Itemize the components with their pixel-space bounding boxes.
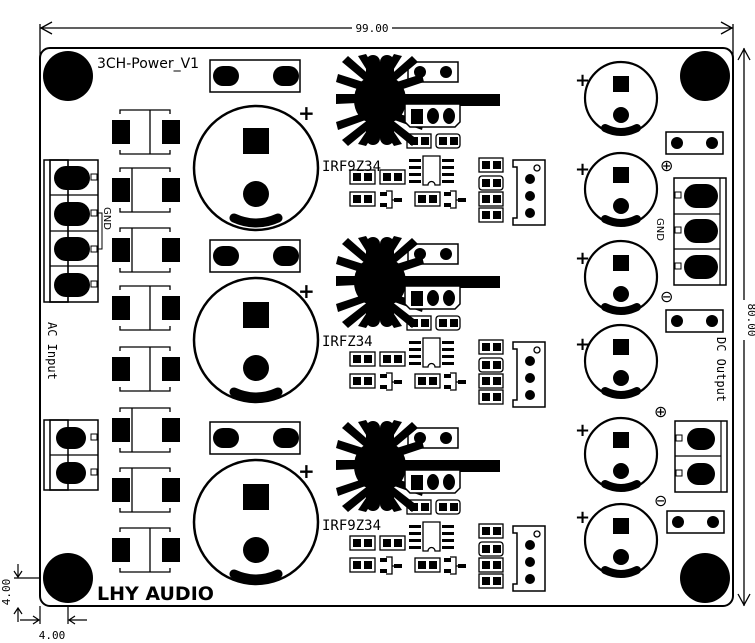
- brand-label: LHY AUDIO: [97, 583, 214, 605]
- ocap3-plus: +: [575, 248, 590, 269]
- dc-output-label: DC Output: [714, 337, 728, 402]
- dc-neg-symbol-1: ⊖: [660, 287, 673, 306]
- dc-pos-symbol-2: ⊕: [654, 402, 667, 421]
- width-dimension-label: 99.00: [355, 22, 388, 35]
- filter-capacitors: + + +: [192, 59, 320, 586]
- dc-gnd-label: GND: [654, 218, 665, 241]
- mounting-hole-bottom-left: [43, 553, 93, 603]
- cap2-plus: +: [298, 279, 315, 303]
- ac-input-terminal: GND: [43, 159, 112, 303]
- ocap4-plus: +: [575, 334, 590, 355]
- dimension-hole-offset: 4.00 4.00: [0, 564, 87, 642]
- regulator-channel-3: IRF9Z34: [322, 420, 545, 591]
- rectifier-diodes: [112, 109, 180, 573]
- ac-input-label: AC Input: [45, 322, 59, 380]
- ocap1-plus: +: [575, 70, 590, 91]
- dc-neg-symbol-2: ⊖: [654, 491, 667, 510]
- cap3-plus: +: [298, 459, 315, 483]
- board-outline: [39, 47, 734, 607]
- output-capacitors: + + + + + +: [575, 62, 657, 576]
- height-dimension-label: 80.00: [745, 303, 755, 336]
- ac-gnd-label: GND: [101, 207, 112, 230]
- hole-offset-y-label: 4.00: [0, 579, 13, 606]
- ocap2-plus: +: [575, 159, 590, 180]
- dimension-height: 80.00: [737, 47, 755, 607]
- regulator-1-part: IRF9Z34: [322, 159, 381, 175]
- ocap5-plus: +: [575, 420, 590, 441]
- dimension-width: 99.00: [39, 21, 734, 60]
- regulator-2-part: IRFZ34: [322, 334, 373, 350]
- hole-offset-x-label: 4.00: [39, 629, 66, 642]
- cap1-plus: +: [298, 101, 315, 125]
- dc-output-section: ⊕ GND ⊖ DC Output ⊕ ⊖: [654, 131, 728, 534]
- mounting-holes: [43, 51, 730, 603]
- mounting-hole-bottom-right: [680, 553, 730, 603]
- mounting-hole-top-right: [680, 51, 730, 101]
- regulator-channel-2: IRFZ34: [322, 236, 545, 407]
- dc-pos-symbol-1: ⊕: [660, 156, 673, 175]
- mounting-hole-top-left: [43, 51, 93, 101]
- regulator-3-part: IRF9Z34: [322, 518, 381, 534]
- regulator-channel-1: IRF9Z34: [322, 54, 545, 225]
- ocap6-plus: +: [575, 507, 590, 528]
- board-title: 3CH-Power_V1: [97, 56, 199, 72]
- ac-aux-terminal: [43, 419, 99, 491]
